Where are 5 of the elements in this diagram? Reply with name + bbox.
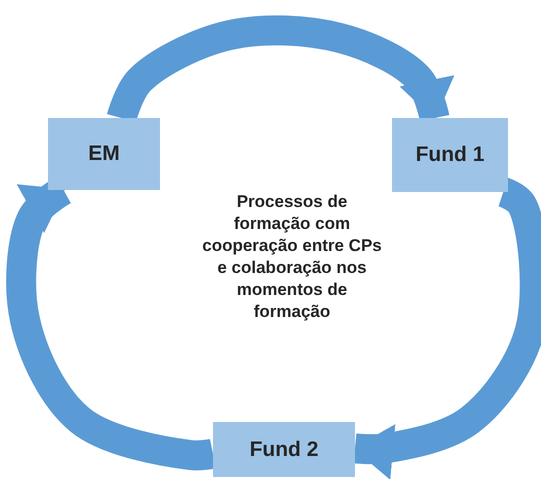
center-text: Processos de formação com cooperação entre CPs e colaboração nos momentos de formação [201,190,383,324]
label-box: Fund 2 [213,422,355,477]
curved-arrow [353,178,541,479]
label-box: EM [48,118,160,190]
label-box: Fund 1 [392,118,508,192]
